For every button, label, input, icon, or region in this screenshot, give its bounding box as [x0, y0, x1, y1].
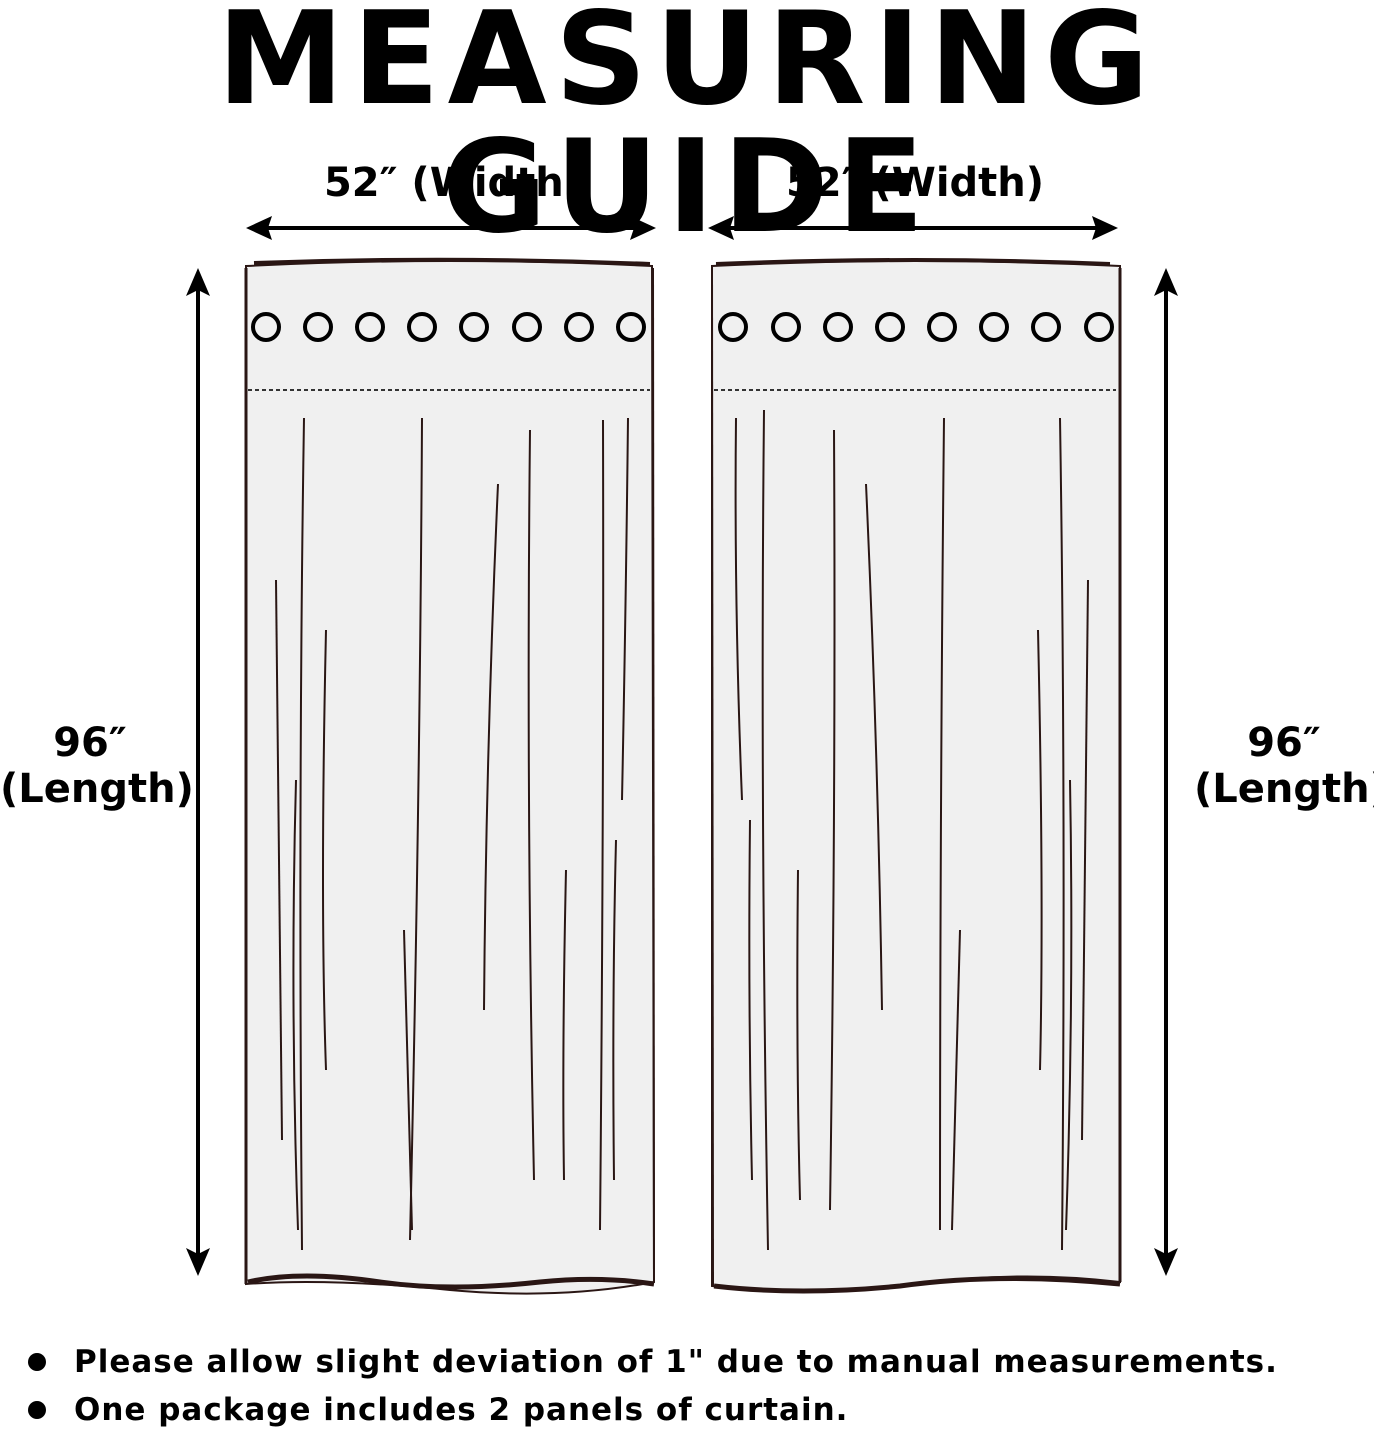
bullet-icon	[28, 1353, 46, 1371]
panel-1-folds	[275, 417, 629, 1251]
bullet-icon	[28, 1401, 46, 1419]
panel-2-folds	[734, 409, 1089, 1251]
panel-2-width-arrow	[708, 216, 1118, 240]
panel-1-width-label: 52″ (Width)	[323, 160, 583, 206]
panel-2-length-label: 96″ (Length)	[1194, 720, 1374, 812]
panel-1-grommets	[251, 312, 646, 342]
panel-2-length-arrow	[1154, 268, 1178, 1276]
panel-2-grommets	[718, 312, 1114, 342]
panel-1-length-arrow	[186, 268, 210, 1276]
panel-1-width-arrow	[246, 216, 656, 240]
page-title: MEASURING GUIDE	[216, 0, 1158, 262]
curtain-panel-1	[244, 257, 656, 1295]
panel-1-length-value: 96″	[53, 720, 127, 766]
note-item: One package includes 2 panels of curtain…	[26, 1386, 1356, 1434]
panel-1-length-label: 96″ (Length)	[0, 720, 194, 812]
panel-2-length-value: 96″	[1247, 720, 1321, 766]
panel-2-length-unit: (Length)	[1194, 766, 1374, 812]
curtain-panel-2	[711, 258, 1122, 1294]
notes-list: Please allow slight deviation of 1" due …	[26, 1338, 1356, 1434]
note-text: One package includes 2 panels of curtain…	[74, 1392, 849, 1428]
panel-1-length-unit: (Length)	[0, 766, 194, 812]
note-text: Please allow slight deviation of 1" due …	[74, 1344, 1278, 1380]
note-item: Please allow slight deviation of 1" due …	[26, 1338, 1356, 1386]
panel-2-width-label: 52″ (Width)	[785, 160, 1045, 206]
